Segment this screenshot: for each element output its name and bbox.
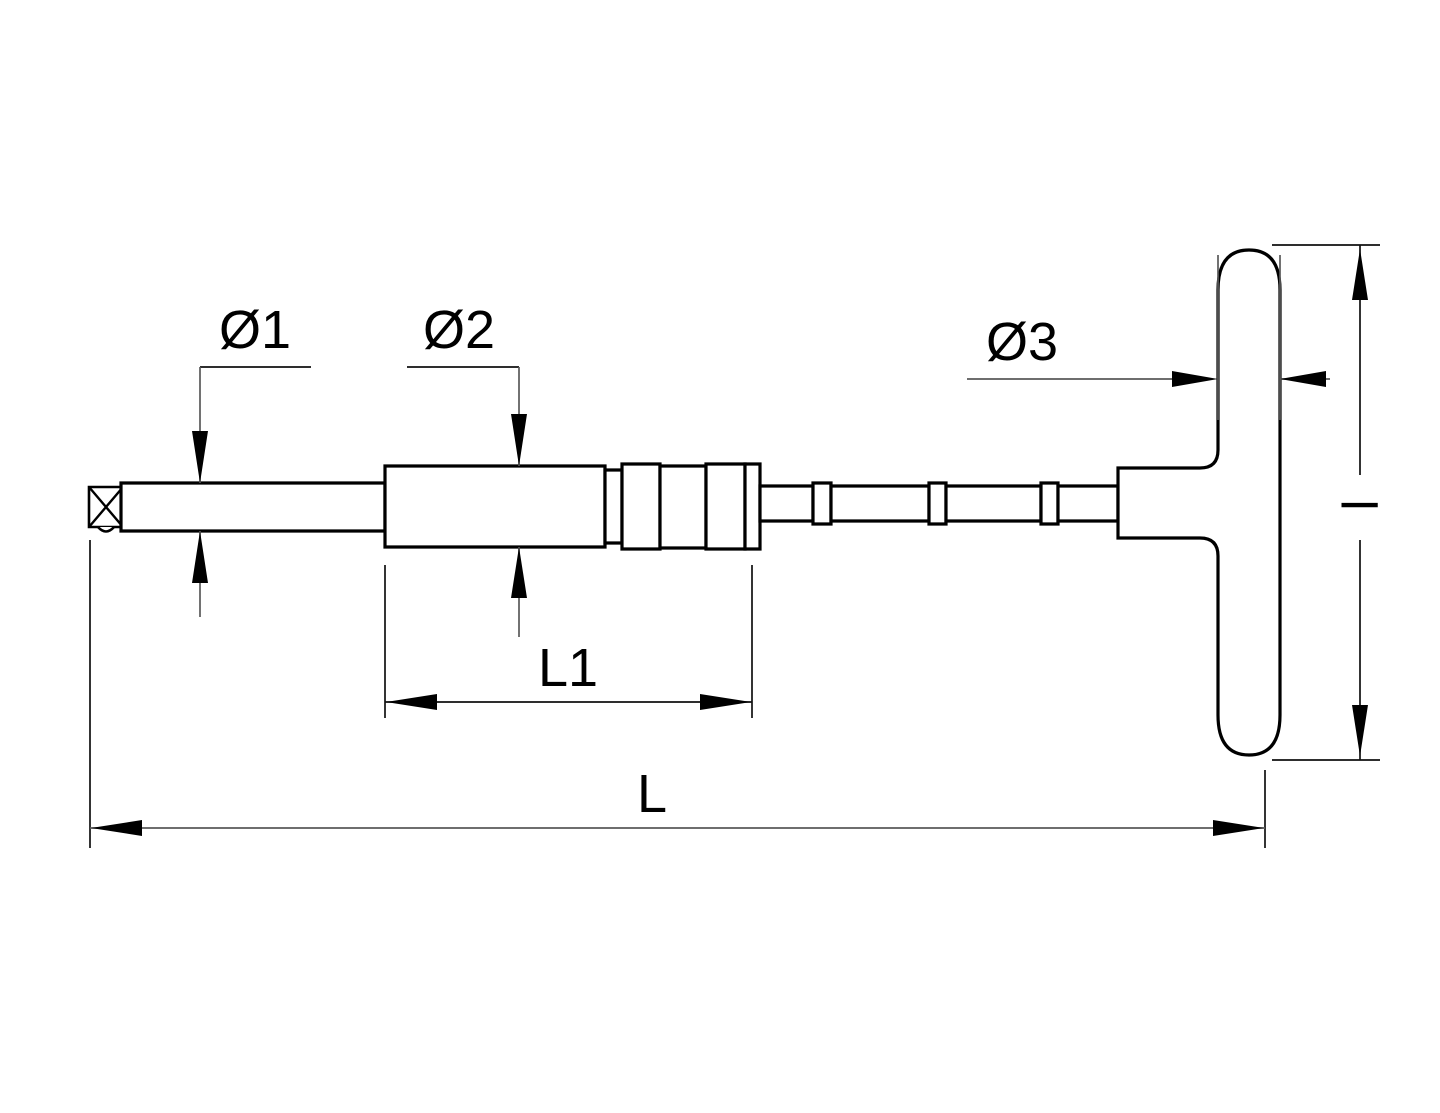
dimension-d1: Ø1 [192, 300, 311, 617]
dimension-d2: Ø2 [407, 300, 527, 637]
main-body [383, 464, 607, 549]
l-arrow-top [1352, 249, 1368, 300]
connector-rings [603, 462, 762, 551]
dimension-d3: Ø3 [967, 255, 1330, 420]
dimension-l-handle: l [1272, 244, 1389, 761]
shaft-joint-1 [811, 481, 833, 526]
d1-arrow-top [192, 431, 208, 483]
shaft-segment-2 [829, 484, 931, 523]
connector-ring-3 [658, 464, 708, 550]
probe-tip-nub [97, 526, 115, 533]
l-arrow-bottom [1352, 705, 1368, 756]
d3-arrow-left [1172, 371, 1218, 387]
l-total-label: L [637, 764, 667, 824]
dimension-l-total: L [89, 540, 1266, 848]
l1-arrow-right [700, 694, 751, 710]
shaft-segment-4 [1056, 484, 1120, 523]
connector-ring-1 [603, 468, 624, 545]
connector-ring-4 [704, 462, 747, 551]
l-total-arrow-right [1213, 820, 1264, 836]
d2-label: Ø2 [423, 300, 495, 360]
shaft-segment-1 [758, 484, 815, 523]
d1-arrow-bottom [192, 531, 208, 583]
connector-ring-5 [743, 462, 762, 551]
d3-label: Ø3 [986, 312, 1058, 372]
l1-label: L1 [538, 638, 598, 698]
t-handle-body [1116, 248, 1282, 757]
segmented-shaft [758, 481, 1120, 526]
l-total-arrow-left [91, 820, 142, 836]
d1-label: Ø1 [219, 300, 291, 360]
l-handle-label: l [1333, 499, 1389, 510]
l1-arrow-left [386, 694, 437, 710]
t-handle [1116, 248, 1282, 757]
connector-ring-2 [620, 462, 662, 551]
d2-arrow-top [511, 414, 527, 466]
shaft-joint-2 [927, 481, 948, 526]
d2-arrow-bottom [511, 547, 527, 598]
probe-tip [87, 485, 125, 533]
shaft-segment-3 [944, 484, 1043, 523]
d3-arrow-right [1280, 371, 1326, 387]
shaft-joint-3 [1039, 481, 1060, 526]
dimension-l1: L1 [384, 565, 753, 718]
part-geometry [87, 248, 1282, 757]
probe-tip-shaft [119, 481, 387, 533]
probe-tip-cross-icon [88, 486, 124, 528]
